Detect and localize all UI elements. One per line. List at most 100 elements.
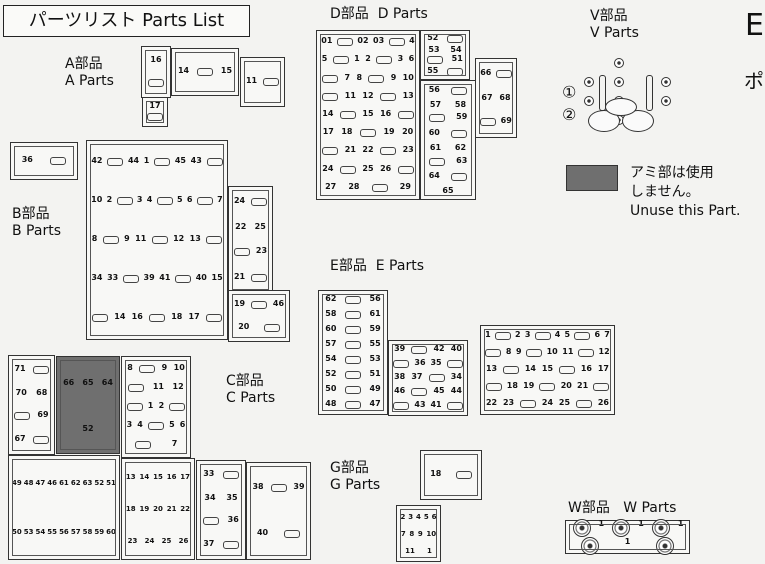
section-w-label: W部品 W Parts <box>568 500 677 516</box>
section-e-label: E部品 E Parts <box>330 258 424 274</box>
part-shape <box>397 110 414 119</box>
part-number: 1 <box>624 537 631 546</box>
part-shape <box>344 341 361 350</box>
part-shape <box>126 402 143 411</box>
part-number: 64 <box>428 170 440 180</box>
part-number: 1 <box>598 519 605 528</box>
part-shape <box>520 399 536 408</box>
part-number: 1 <box>677 519 684 528</box>
part-number: 3 <box>126 420 133 430</box>
part-number: 62 <box>70 478 81 487</box>
part-shape <box>397 165 414 174</box>
part-number: 33 <box>203 469 215 479</box>
part-number: 36 <box>21 155 33 164</box>
part-number: 71 <box>14 364 26 374</box>
part-number: 69 <box>37 409 49 419</box>
part-number: 4 <box>416 512 421 521</box>
part-number: 1 <box>638 519 644 528</box>
part-shape <box>455 471 472 479</box>
part-number: 26 <box>380 163 392 173</box>
part-number: 59 <box>94 528 105 537</box>
part-shape <box>344 326 361 335</box>
part-number: 59 <box>456 112 468 122</box>
part-number: 33 <box>107 272 119 282</box>
part-number: 45 <box>174 156 186 166</box>
part-shape <box>446 360 463 368</box>
part-number: 25 <box>362 163 374 173</box>
part-shape <box>339 110 356 119</box>
part-number: 1 <box>427 546 432 555</box>
part-number: 19 <box>233 298 246 308</box>
part-shape <box>263 323 280 332</box>
part-number: 60 <box>106 528 116 537</box>
part-number: 56 <box>369 294 381 304</box>
part-shape <box>380 92 397 101</box>
part-number: 10 <box>91 195 103 205</box>
part-number: 02 <box>357 36 369 46</box>
part-shape <box>205 313 222 322</box>
part-shape <box>203 516 220 525</box>
part-number: 66 <box>63 377 75 387</box>
part-number: 35 <box>430 358 442 367</box>
unused-swatch <box>566 165 618 191</box>
part-number: 22 <box>235 222 247 232</box>
page-title: パーツリスト Parts List <box>3 5 250 37</box>
part-number: 16 <box>131 311 143 321</box>
part-number: 52 <box>427 33 439 42</box>
part-number: 41 <box>159 272 171 282</box>
part-number: 27 <box>325 181 337 191</box>
sprue-g-18: 18 <box>420 450 482 500</box>
part-number: 56 <box>59 528 69 537</box>
part-number: 41 <box>430 400 442 409</box>
part-number: 7 <box>604 330 610 340</box>
part-number: 59 <box>369 324 381 334</box>
part-shape <box>388 38 405 47</box>
part-shape <box>344 311 361 320</box>
part-shape <box>502 365 519 374</box>
part-shape <box>50 157 67 165</box>
section-d-label: D部品 D Parts <box>330 6 428 22</box>
part-number: 54 <box>450 45 462 54</box>
part-number: 17 <box>322 127 334 137</box>
part-number: 6 <box>179 420 186 430</box>
part-number: 10 <box>402 72 414 82</box>
part-shape <box>270 484 287 492</box>
part-number: 52 <box>325 368 337 378</box>
part-number: 50 <box>12 528 22 537</box>
part-shape <box>251 198 268 207</box>
part-number: 7 <box>171 439 178 449</box>
part-number: 2 <box>400 512 406 521</box>
part-shape <box>485 382 502 391</box>
part-number: 19 <box>139 505 150 513</box>
part-number: 7 <box>217 195 223 205</box>
part-shape <box>368 74 385 83</box>
part-number: 34 <box>204 493 216 503</box>
part-number: 34 <box>91 272 103 282</box>
part-number: 12 <box>362 90 374 100</box>
pin-pair <box>581 74 595 112</box>
part-number: 5 <box>564 330 571 340</box>
part-number: 11 <box>344 90 356 100</box>
part-number: 18 <box>125 505 136 513</box>
part-shape <box>593 382 610 391</box>
part-number: 25 <box>161 537 172 545</box>
part-number: 36 <box>414 358 426 367</box>
part-shape <box>526 349 543 358</box>
part-number: 5 <box>423 512 429 521</box>
part-shape <box>322 74 339 83</box>
part-number: 24 <box>322 163 334 173</box>
part-shape <box>102 235 119 244</box>
part-number: 49 <box>369 383 381 393</box>
part-number: 55 <box>427 66 439 75</box>
part-number: 53 <box>23 528 34 537</box>
